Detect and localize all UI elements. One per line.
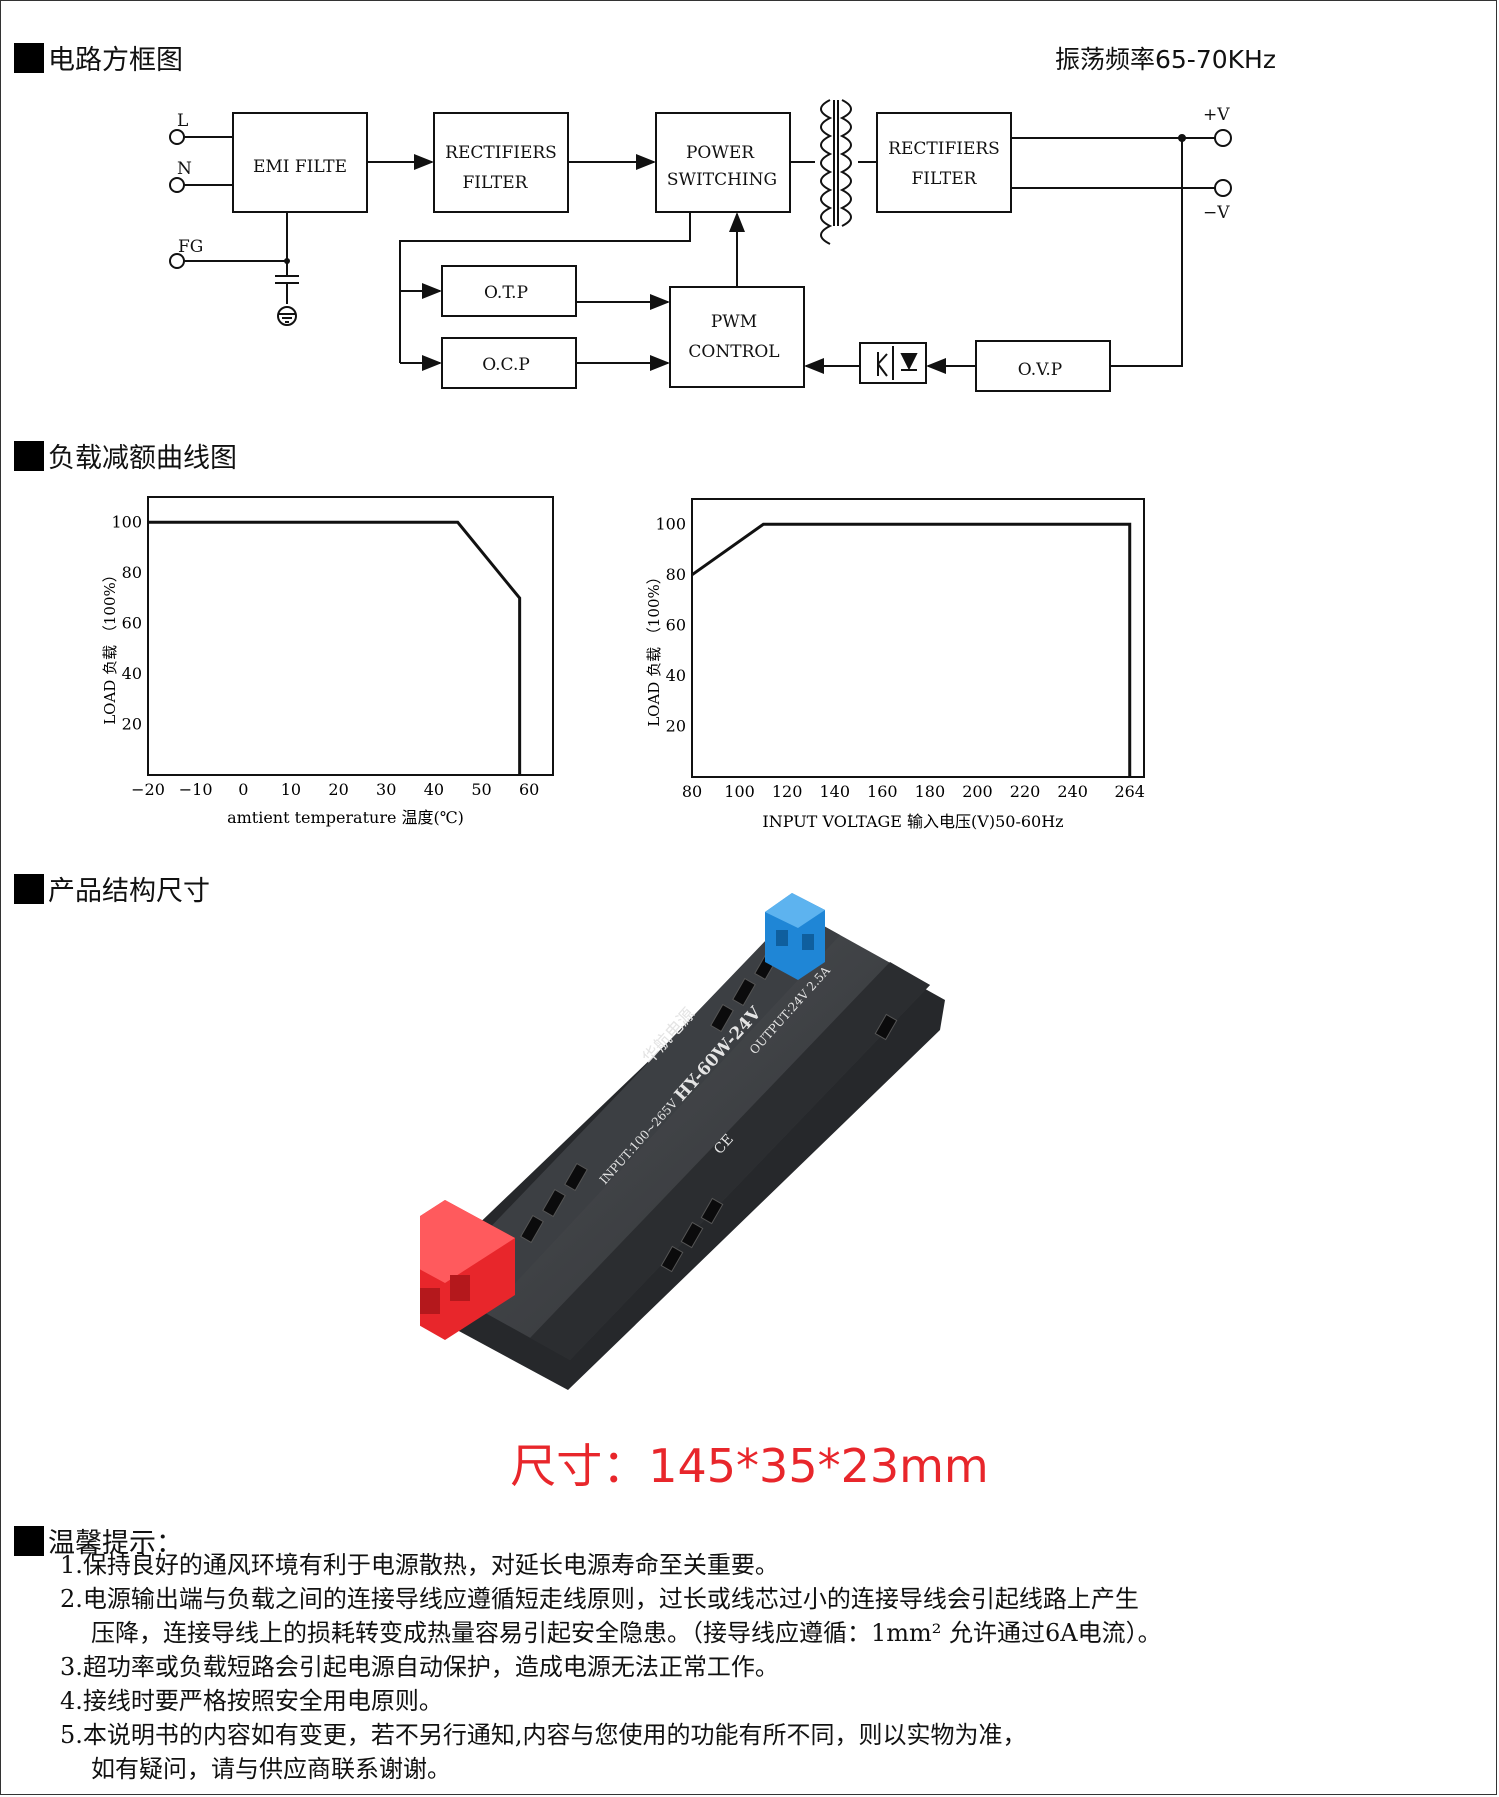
terminal-neg-label: −V: [1203, 203, 1230, 223]
block-rectifiers-filter-out: [876, 112, 1012, 213]
y-tick-label: 100: [111, 512, 142, 531]
tip-item-continued: 如有疑问，请与供应商联系谢谢。: [91, 1755, 451, 1783]
x-tick-label: 10: [281, 780, 301, 799]
product-image: 华航电源 HY-60W-24V INPUT:100~265V OUTPUT:24…: [420, 893, 945, 1390]
terminal-fg-label: FG: [178, 237, 203, 257]
block-pwm-label-1: PWM: [711, 312, 757, 332]
tips-list: 1.保持良好的通风环境有利于电源散热，对延长电源寿命至关重要。 2.电源输出端与…: [60, 1548, 1162, 1786]
x-tick-label: 50: [471, 780, 491, 799]
block-ocp-label: O.C.P: [482, 355, 530, 375]
y-tick-label: 20: [122, 714, 142, 733]
product-dimensions: 尺寸：145*35*23mm: [510, 1439, 989, 1493]
tip-item: 2.电源输出端与负载之间的连接导线应遵循短走线原则，过长或线芯过小的连接导线会引…: [60, 1585, 1139, 1613]
x-tick-label: −10: [179, 780, 213, 799]
x-tick-label: 264: [1114, 782, 1145, 801]
terminal-n: [169, 177, 185, 193]
block-emi-label: EMI FILTE: [253, 157, 347, 177]
plot-frame: [691, 498, 1145, 778]
y-tick-label: 40: [122, 664, 142, 683]
chart-load-vs-temperature: −20 −10 0 10 20 30 40 50 60 100 80 60 40 20 amtient te…: [101, 496, 1145, 830]
block-pwm-label-2: CONTROL: [688, 342, 779, 362]
x-tick-label: 100: [724, 782, 755, 801]
section-heading-tips: 温馨提示：: [14, 1521, 183, 1560]
heading-marker: [14, 440, 44, 471]
tip-item-continued: 压降，连接导线上的损耗转变成热量容易引起安全隐患。（接导线应遵循：1mm² 允许…: [91, 1619, 1162, 1647]
optocoupler-icon: [859, 342, 927, 384]
block-rect-in-label-1: RECTIFIERS: [445, 143, 557, 163]
y-tick-label: 100: [655, 514, 686, 533]
x-tick-label: 160: [867, 782, 898, 801]
tip-item: 4.接线时要严格按照安全用电原则。: [60, 1687, 443, 1715]
tip-item: 1.保持良好的通风环境有利于电源散热，对延长电源寿命至关重要。: [60, 1551, 779, 1579]
terminal-neg: [1214, 179, 1232, 197]
x-tick-label: 180: [915, 782, 946, 801]
section-heading-derating: 负载减额曲线图: [14, 436, 237, 475]
x-tick-label: 80: [682, 782, 702, 801]
block-otp: [441, 265, 577, 317]
y-axis-label: LOAD 负载 （100%）: [645, 569, 663, 727]
terminal-n-label: N: [177, 159, 192, 179]
block-power-label-1: POWER: [686, 143, 755, 163]
x-tick-label: 140: [819, 782, 850, 801]
block-rect-out-label-2: FILTER: [912, 169, 978, 189]
x-tick-label: 120: [772, 782, 803, 801]
plot-frame: [147, 496, 554, 776]
x-tick-label: 220: [1010, 782, 1041, 801]
block-rect-out-label-1: RECTIFIERS: [888, 139, 1000, 159]
tip-item: 3.超功率或负载短路会引起电源自动保护，造成电源无法正常工作。: [60, 1653, 779, 1681]
y-axis-label: LOAD 负载 （100%）: [101, 567, 119, 725]
product-body: [435, 910, 930, 1360]
chart-1: 80 100 120 140 160 180 200 220 240 264 100 80 60 40 20…: [645, 498, 1145, 830]
y-tick-label: 20: [666, 716, 686, 735]
terminal-l: [169, 129, 185, 145]
x-axis-label: amtient temperature 温度(℃): [227, 808, 464, 827]
x-tick-label: 0: [238, 780, 248, 799]
input-connector: [420, 1200, 515, 1340]
chart-0: −20 −10 0 10 20 30 40 50 60 100 80 60 40 20 amtient te…: [101, 496, 554, 827]
x-tick-label: 200: [962, 782, 993, 801]
heading-marker: [14, 873, 44, 904]
derating-curve: [691, 522, 1132, 777]
block-power-label-2: SWITCHING: [667, 170, 777, 190]
transformer-secondary: [839, 99, 852, 227]
terminal-pos-label: +V: [1203, 105, 1230, 125]
tip-item: 5.本说明书的内容如有变更，若不另行通知,内容与您使用的功能有所不同，则以实物为…: [60, 1721, 1027, 1749]
heading-marker: [14, 42, 44, 73]
ground-icon: [277, 306, 297, 326]
derating-curve: [148, 520, 522, 775]
circuit-block-diagram: L N FG +V −V EMI FILTE RECTIFIERS FILTER…: [169, 99, 1232, 392]
y-tick-label: 40: [666, 666, 686, 685]
block-rect-in-label-2: FILTER: [463, 173, 529, 193]
block-otp-label: O.T.P: [484, 283, 528, 303]
terminal-pos: [1214, 129, 1232, 147]
x-tick-label: 240: [1057, 782, 1088, 801]
x-tick-label: 60: [519, 780, 539, 799]
x-tick-label: 40: [424, 780, 444, 799]
x-tick-label: 30: [376, 780, 396, 799]
y-tick-label: 60: [122, 613, 142, 632]
section-heading-structure: 产品结构尺寸: [14, 869, 210, 908]
section-heading-block-diagram: 电路方框图: [14, 38, 183, 77]
y-tick-label: 60: [666, 615, 686, 634]
x-tick-label: 20: [328, 780, 348, 799]
output-connector: [765, 893, 825, 980]
transformer-primary: [820, 99, 833, 245]
block-ovp-label: O.V.P: [1018, 360, 1063, 380]
oscillation-frequency: 振荡频率65-70KHz: [1055, 45, 1276, 74]
heading-marker: [14, 1525, 44, 1556]
x-axis-label: INPUT VOLTAGE 输入电压(V)50-60Hz: [762, 812, 1063, 830]
block-pwm-control: [669, 286, 805, 388]
y-tick-label: 80: [122, 563, 142, 582]
y-tick-label: 80: [666, 565, 686, 584]
x-tick-label: −20: [131, 780, 165, 799]
terminal-l-label: L: [177, 111, 188, 131]
